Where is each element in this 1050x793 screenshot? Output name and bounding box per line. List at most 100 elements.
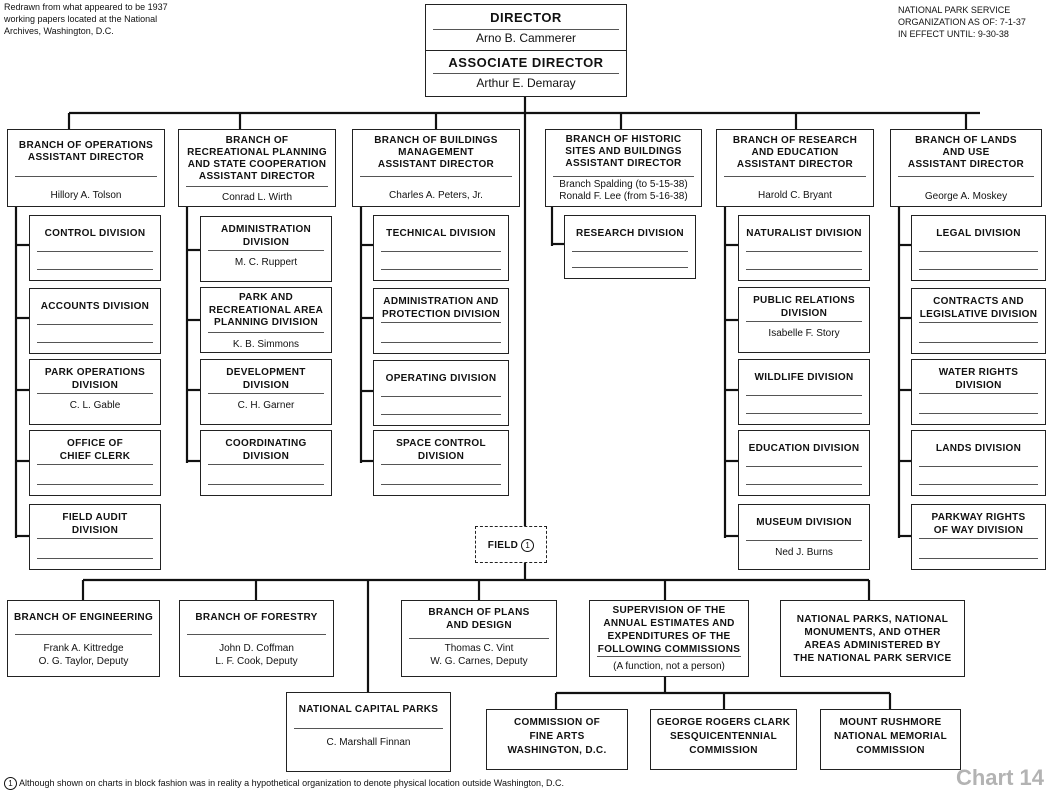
commission-box: MOUNT RUSHMORE NATIONAL MEMORIAL COMMISSIO…	[820, 709, 961, 770]
field-unit-name: O. G. Taylor, Deputy	[38, 656, 129, 667]
division-title: WILDLIFE DIVISION	[754, 372, 854, 383]
division-title: SPACE CONTROL	[396, 438, 486, 449]
commission-title: GEORGE ROGERS CLARK	[656, 717, 791, 728]
division-rule	[208, 464, 324, 465]
division-title: MUSEUM DIVISION	[756, 517, 852, 528]
branch-director-name: Conrad L. Wirth	[221, 192, 293, 203]
branch-title: BRANCH OF BUILDINGS	[374, 135, 498, 146]
branch-title: AND EDUCATION	[751, 147, 839, 158]
division-title: PLANNING DIVISION	[214, 317, 318, 328]
source-note: Redrawn from what appeared to be 1937 wo…	[4, 2, 168, 36]
division-rule	[746, 484, 862, 485]
division-title: DIVISION	[780, 307, 828, 319]
field-unit-title: MONUMENTS, AND OTHER	[804, 627, 941, 638]
division-rule	[208, 393, 324, 394]
branch-title: AND STATE COOPERATION	[187, 159, 327, 170]
field-unit-rule	[409, 638, 549, 639]
division-title: PARK AND	[238, 292, 294, 303]
branch-title: BRANCH OF	[225, 135, 289, 146]
division-title: TECHNICAL DIVISION	[386, 228, 496, 239]
division-rule	[919, 413, 1038, 414]
division-box: ACCOUNTS DIVISION	[29, 288, 161, 354]
division-title: WATER RIGHTS	[938, 367, 1019, 378]
field-unit-title: AND DESIGN	[446, 620, 512, 631]
division-rule	[746, 413, 862, 414]
footnote-marker-icon: 1	[4, 777, 17, 791]
footnote-text: Although shown on charts in block fashio…	[19, 778, 564, 788]
field-unit-title: EXPENDITURES OF THE	[607, 631, 731, 642]
commission-title: NATIONAL MEMORIAL	[833, 731, 948, 742]
division-rule	[37, 484, 153, 485]
division-rule	[919, 322, 1038, 323]
division-title: LANDS DIVISION	[935, 443, 1022, 454]
branch-title: BRANCH OF LANDS	[915, 135, 1017, 146]
commission-title: COMMISSION	[856, 745, 925, 756]
division-title: CHIEF CLERK	[59, 450, 131, 462]
organization-date-note: NATIONAL PARK SERVICE ORGANIZATION AS OF…	[898, 5, 1026, 39]
division-rule	[37, 464, 153, 465]
division-title: PARK OPERATIONS	[44, 367, 146, 378]
branch-title: SITES AND BUILDINGS	[565, 146, 682, 157]
commission-title: MOUNT RUSHMORE	[839, 717, 942, 728]
field-unit-name: (A function, not a person)	[613, 661, 725, 672]
division-title: DIVISION	[242, 236, 290, 248]
division-rule	[746, 269, 862, 270]
division-rule	[381, 484, 501, 485]
branch-director-name: Harold C. Bryant	[758, 190, 832, 201]
division-head-name: C. L. Gable	[69, 400, 121, 411]
division-rule	[381, 269, 501, 270]
field-unit-title: ANNUAL ESTIMATES AND	[603, 618, 735, 629]
division-rule	[37, 538, 153, 539]
division-rule	[919, 393, 1038, 394]
branch-title: BRANCH OF RESEARCH	[732, 135, 858, 146]
division-box: WILDLIFE DIVISION	[738, 359, 870, 425]
branch-title: ASSISTANT DIRECTOR	[27, 152, 145, 163]
field-label-text: FIELD	[487, 540, 519, 552]
division-title: DIVISION	[242, 379, 290, 391]
division-rule	[37, 269, 153, 270]
branch-title: ASSISTANT DIRECTOR	[377, 159, 495, 170]
division-title: PUBLIC RELATIONS	[753, 295, 855, 306]
division-title: PARKWAY RIGHTS	[931, 512, 1026, 523]
division-rule	[919, 466, 1038, 467]
division-title: LEGISLATIVE DIVISION	[919, 308, 1038, 320]
branch-rule	[553, 176, 694, 177]
branch-title: AND USE	[942, 147, 990, 158]
field-unit-rule	[15, 634, 152, 635]
branch-rule	[724, 176, 866, 177]
division-rule	[37, 558, 153, 559]
director-rule	[433, 29, 619, 30]
division-rule	[37, 342, 153, 343]
division-box: OPERATING DIVISION	[373, 360, 509, 426]
division-box: RESEARCH DIVISION	[564, 215, 696, 279]
division-title: DIVISION	[955, 379, 1002, 391]
division-title: COORDINATING	[225, 438, 307, 449]
branch-director-name: Charles A. Peters, Jr.	[389, 190, 483, 201]
director-title: DIRECTOR	[490, 10, 562, 25]
division-box: NATURALIST DIVISION	[738, 215, 870, 281]
division-rule	[37, 393, 153, 394]
field-unit-title: BRANCH OF ENGINEERING	[13, 612, 154, 623]
division-title: DEVELOPMENT	[226, 367, 306, 378]
field-unit-rule	[294, 728, 443, 729]
field-unit-name: L. F. Cook, Deputy	[215, 656, 298, 667]
division-title: ADMINISTRATION	[220, 224, 312, 235]
